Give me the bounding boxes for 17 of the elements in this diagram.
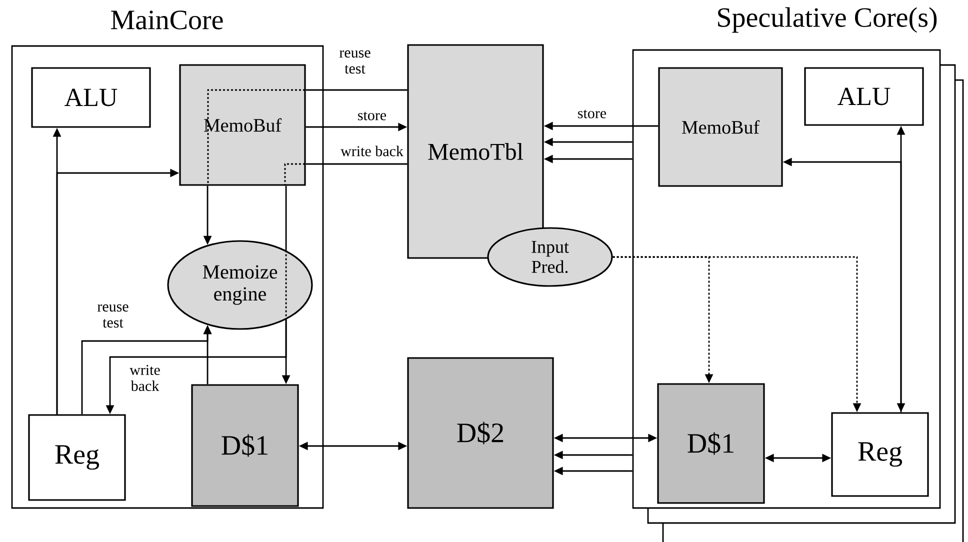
register-box: Reg — [28, 414, 126, 501]
edge-label: store — [578, 110, 606, 118]
buffer-box: MemoBuf — [179, 64, 306, 186]
cache-box: D$2 — [407, 357, 554, 509]
buffer-box: MemoBuf — [658, 67, 783, 187]
edge-label: reuse test — [97, 304, 128, 328]
edge-label: write back — [340, 146, 404, 156]
edge-label: write back — [130, 364, 160, 392]
edge-label: reuse test — [339, 50, 370, 74]
node-label: MainCore — [111, 10, 223, 30]
cache-box: D$1 — [657, 383, 765, 504]
register-box: Reg — [831, 412, 929, 497]
edge-label: store — [358, 112, 386, 120]
unit-box: ALU — [31, 67, 151, 128]
unit-box: ALU — [804, 67, 924, 126]
cache-box: D$1 — [191, 384, 299, 507]
node-label: Speculative Core(s) — [718, 7, 937, 33]
